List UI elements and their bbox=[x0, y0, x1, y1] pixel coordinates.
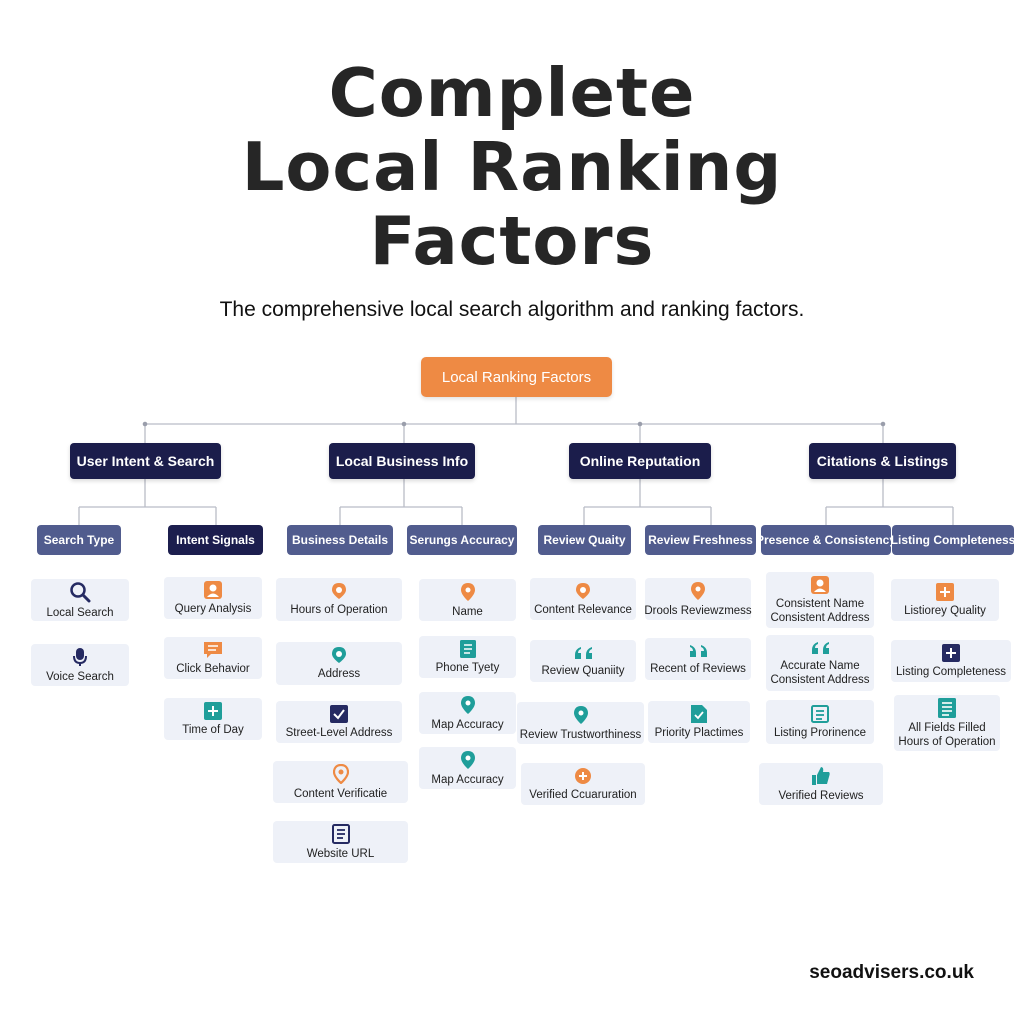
document-icon bbox=[331, 823, 350, 844]
quote-icon bbox=[690, 644, 707, 657]
pin-icon bbox=[460, 582, 475, 601]
connector-dot bbox=[142, 421, 148, 427]
item-accurate-name: Accurate Name Consistent Address bbox=[766, 635, 874, 691]
document-check-icon bbox=[691, 704, 707, 723]
item-street-level-address: Street-Level Address bbox=[276, 701, 402, 743]
item-click-behavior: Click Behavior bbox=[164, 637, 262, 679]
document-icon bbox=[811, 704, 829, 723]
sub-listing-completeness: Listing Completeness bbox=[891, 525, 1015, 555]
item-query-analysis: Query Analysis bbox=[164, 577, 262, 619]
sub-review-freshness: Review Freshness bbox=[645, 525, 756, 555]
item-name: Name bbox=[419, 579, 516, 621]
item-review-quaniity: Review Quaniity bbox=[530, 640, 636, 682]
item-listing-completeness: Listing Completeness bbox=[891, 640, 1011, 682]
quote-icon bbox=[575, 646, 592, 659]
category-user-intent: User Intent & Search bbox=[70, 443, 221, 479]
item-priority-plactimes: Priority Plactimes bbox=[648, 701, 750, 743]
location-icon bbox=[332, 583, 346, 599]
item-map-accuracy-1: Map Accuracy bbox=[419, 692, 516, 734]
title-line-3: Factors bbox=[369, 202, 655, 280]
item-website-url: Website URL bbox=[273, 821, 408, 863]
category-online-reputation: Online Reputation bbox=[569, 443, 711, 479]
item-phone-tyety: Phone Tyety bbox=[419, 636, 516, 678]
plus-icon bbox=[575, 767, 591, 784]
thumbs-up-icon bbox=[812, 766, 830, 785]
item-consistent-name: Consistent Name Consistent Address bbox=[766, 572, 874, 628]
footer-brand: seoadvisers.co.uk bbox=[809, 962, 974, 983]
location-icon bbox=[576, 582, 590, 599]
item-listing-prorinence: Listing Prorinence bbox=[766, 700, 874, 744]
person-icon bbox=[204, 580, 222, 599]
item-time-of-day: Time of Day bbox=[164, 698, 262, 740]
microphone-icon bbox=[73, 647, 87, 666]
title-line-1: Complete bbox=[328, 54, 696, 132]
category-citations-listings: Citations & Listings bbox=[809, 443, 956, 479]
sub-presence-consistency: Presence & Consistency bbox=[756, 525, 896, 555]
pin-icon bbox=[691, 581, 705, 600]
subtitle: The comprehensive local search algorithm… bbox=[219, 298, 805, 321]
item-local-search: Local Search bbox=[31, 579, 129, 621]
item-review-trustworthiness: Review Trustworthiness bbox=[517, 702, 644, 744]
magnifier-icon bbox=[70, 581, 91, 602]
pin-icon bbox=[573, 705, 588, 724]
message-icon bbox=[204, 641, 222, 658]
connector-dot bbox=[880, 421, 886, 427]
root-node: Local Ranking Factors bbox=[421, 357, 612, 397]
item-recent-of-reviews: Recent of Reviews bbox=[645, 638, 751, 680]
pin-icon bbox=[460, 695, 475, 714]
item-listiorey-quality: Listiorey Quality bbox=[891, 579, 999, 621]
sub-business-details: Business Details bbox=[287, 525, 393, 555]
person-icon bbox=[811, 575, 829, 594]
connector-dot bbox=[401, 421, 407, 427]
sub-review-quaity: Review Quaity bbox=[538, 525, 631, 555]
document-icon bbox=[459, 639, 476, 658]
item-verified-ccuaruration: Verified Ccuaruration bbox=[521, 763, 645, 805]
quote-icon bbox=[812, 641, 829, 654]
item-voice-search: Voice Search bbox=[31, 644, 129, 686]
item-address: Address bbox=[276, 642, 402, 685]
sub-serungs-accuracy: Serungs Accuracy bbox=[407, 525, 517, 555]
item-hours-of-operation: Hours of Operation bbox=[276, 578, 402, 621]
sub-search-type: Search Type bbox=[37, 525, 121, 555]
page-title: Complete Local Ranking Factors bbox=[0, 56, 1024, 278]
item-map-accuracy-2: Map Accuracy bbox=[419, 747, 516, 789]
plus-icon bbox=[942, 643, 960, 662]
item-verified-reviews: Verified Reviews bbox=[759, 763, 883, 805]
item-drools-reviewzmess: Drools Reviewzmess bbox=[644, 578, 752, 620]
plus-icon bbox=[204, 701, 222, 720]
pin-icon bbox=[460, 750, 475, 769]
checkbox-icon bbox=[330, 704, 348, 723]
document-icon bbox=[938, 697, 956, 718]
item-content-verificatie: Content Verificatie bbox=[273, 761, 408, 803]
item-content-relevance: Content Relevance bbox=[530, 578, 636, 620]
pin-icon bbox=[332, 763, 349, 784]
plus-icon bbox=[936, 582, 954, 601]
connector-dot bbox=[637, 421, 643, 427]
sub-intent-signals: Intent Signals bbox=[168, 525, 263, 555]
item-all-fields-filled: All Fields Filled Hours of Operation bbox=[894, 695, 1000, 751]
location-icon bbox=[332, 647, 346, 663]
category-local-business-info: Local Business Info bbox=[329, 443, 475, 479]
title-line-2: Local Ranking bbox=[241, 128, 783, 206]
